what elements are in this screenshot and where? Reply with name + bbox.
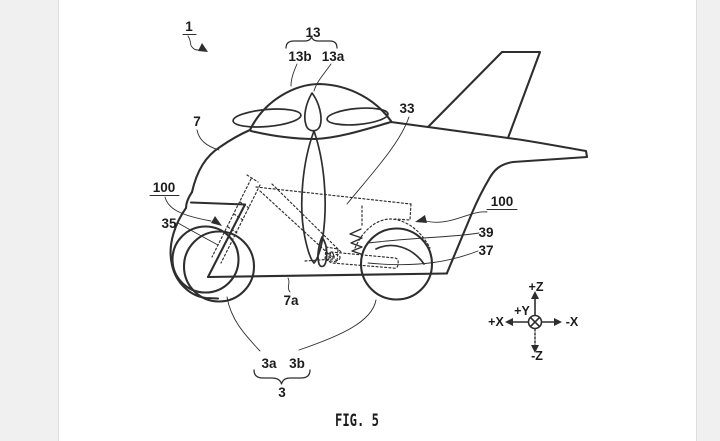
propeller xyxy=(232,92,389,268)
label-ref13: 13 xyxy=(305,25,321,40)
steering-head xyxy=(246,174,259,183)
front-wheel-main-circle xyxy=(182,230,256,303)
rear-fender-arc xyxy=(354,218,431,249)
axis-label-z-pos: +Z xyxy=(529,280,544,294)
fork-crossbar-1 xyxy=(239,201,250,209)
label-ref39: 39 xyxy=(478,225,493,240)
document-sheet xyxy=(58,0,697,441)
leader-ref33 xyxy=(346,116,410,205)
rear-wheel-inner-arc xyxy=(375,244,425,265)
axis-arrow-up-head xyxy=(531,291,539,299)
axis-arrow-left-head xyxy=(505,318,513,326)
pivot-bracket-hole xyxy=(327,251,335,259)
tail-fin xyxy=(426,50,542,140)
axis-label-y-pos: +Y xyxy=(514,304,530,318)
body-bottom-line xyxy=(206,272,449,279)
leader-ref7a xyxy=(287,277,291,293)
rear-wheel-circle xyxy=(359,227,434,301)
label-ref33: 33 xyxy=(399,101,415,116)
fuselage-shoulder-line xyxy=(249,120,430,141)
pivot-bracket xyxy=(324,246,339,263)
vehicle-body xyxy=(169,50,589,300)
leader-ref100-rear-arrowhead xyxy=(415,215,427,223)
axis-label-x-pos: +X xyxy=(488,315,504,329)
label-ref100-front: 100 xyxy=(153,180,176,195)
label-ref1: 1 xyxy=(185,19,193,34)
leader-ref100-front-arrowhead xyxy=(211,216,222,226)
swingarm-pivot-hole xyxy=(333,253,341,262)
label-ref3b: 3b xyxy=(289,356,305,371)
label-ref13a: 13a xyxy=(322,49,345,64)
figure-caption: FIG. 5 xyxy=(335,411,379,431)
propeller-blade-left xyxy=(232,108,302,128)
front-fork-tube-2 xyxy=(220,184,261,264)
label-ref100-rear: 100 xyxy=(491,194,514,209)
front-fork-tube-1 xyxy=(211,178,252,258)
swingarm xyxy=(328,251,399,269)
leader-ref7 xyxy=(196,129,220,151)
label-ref35: 35 xyxy=(161,216,177,231)
internal-frame-hidden-lines xyxy=(211,174,431,269)
leader-ref1-arrowhead xyxy=(198,43,208,52)
reference-labels: 1 13 13b 13a 7 33 100 35 100 39 37 7a 3a… xyxy=(153,19,514,400)
label-ref7: 7 xyxy=(193,114,201,129)
fork-crossbar-3 xyxy=(227,226,238,234)
propeller-hub xyxy=(303,92,322,132)
label-ref3: 3 xyxy=(278,385,286,400)
label-ref13b: 13b xyxy=(288,49,311,64)
axis-label-z-neg: -Z xyxy=(531,349,543,363)
leader-ref3b xyxy=(298,299,377,351)
leader-ref35 xyxy=(177,222,219,246)
front-wheel-outer-circle xyxy=(171,225,240,294)
leader-lines xyxy=(164,35,488,352)
leader-ref100-rear xyxy=(425,211,488,223)
label-ref7a: 7a xyxy=(283,293,299,308)
leader-ref100-front xyxy=(164,196,212,222)
leader-ref37 xyxy=(367,250,479,266)
front-curve-and-canopy xyxy=(190,82,393,194)
label-ref3a: 3a xyxy=(261,356,277,371)
axis-label-x-neg: -X xyxy=(566,315,579,329)
axis-indicator: +Z -Z +X -X +Y xyxy=(488,280,579,363)
front-wheel xyxy=(171,225,256,303)
frame-diagonal-1 xyxy=(259,190,334,259)
suspension-spring xyxy=(349,228,363,255)
front-lower-diagonal xyxy=(206,203,247,279)
frame-diagonal-2 xyxy=(271,183,342,253)
leader-ref13a xyxy=(313,63,332,92)
propeller-blade-right xyxy=(326,107,389,126)
label-ref37: 37 xyxy=(478,243,493,258)
axis-arrow-down-head xyxy=(531,345,539,353)
frame-bottom-chord xyxy=(304,258,335,262)
nose-and-front-fender xyxy=(169,190,220,300)
brace-3 xyxy=(253,369,311,385)
leader-ref3a xyxy=(226,296,261,352)
leader-ref13b xyxy=(290,63,298,87)
axis-y-cross xyxy=(530,317,540,327)
fork-crossbar-2 xyxy=(233,213,244,221)
fuselage-top-rear xyxy=(426,125,589,275)
axis-arrow-right-head xyxy=(554,318,562,326)
braces-and-underlines xyxy=(149,33,518,385)
rail-rear-end xyxy=(394,203,412,221)
front-lower-shelf xyxy=(189,201,247,206)
rear-wheel xyxy=(359,227,434,301)
brace-13 xyxy=(285,36,338,49)
vertical-blade xyxy=(300,130,326,264)
frame-top-rail xyxy=(255,186,412,205)
leader-ref39 xyxy=(367,232,480,244)
